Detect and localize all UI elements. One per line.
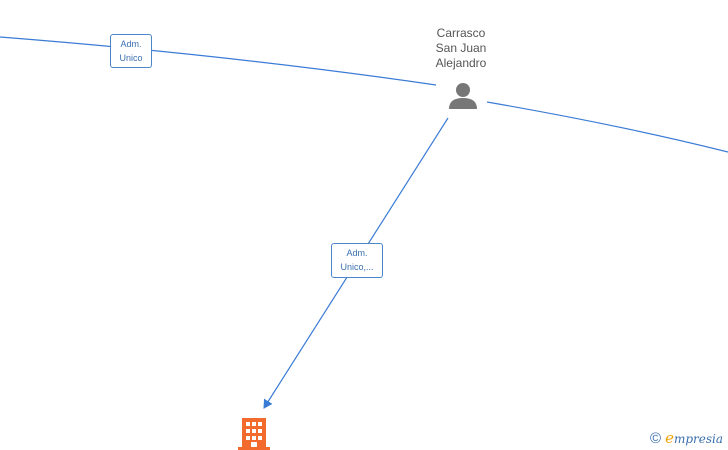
person-name-line-1: Carrasco	[436, 26, 486, 40]
person-name-line-2: San Juan	[435, 41, 487, 55]
brand-rest: mpresia	[673, 432, 724, 446]
edge-label-line-2: Unico,...	[340, 262, 374, 272]
edge-person-to-right	[486, 101, 728, 153]
edge-label-line-1: Adm.	[346, 248, 368, 258]
person-name-line-3: Alejandro	[435, 56, 487, 70]
edge-left-to-person	[0, 36, 437, 86]
edge-label-line-2: Unico	[119, 53, 143, 63]
copyright-icon: ©	[650, 429, 662, 447]
empresia-watermark: © empresia	[650, 429, 723, 447]
person-icon[interactable]	[449, 83, 477, 109]
edge-label-line-1: Adm.	[120, 39, 142, 49]
building-icon[interactable]	[238, 418, 270, 450]
edge-label-adm-unico[interactable]: Adm. Unico	[110, 34, 152, 68]
empresia-logo: empresia	[665, 429, 723, 447]
person-name[interactable]: Carrasco San Juan Alejandro	[416, 26, 506, 71]
brand-first-letter: e	[665, 429, 674, 447]
edge-label-adm-unico-more[interactable]: Adm. Unico,...	[331, 243, 383, 278]
